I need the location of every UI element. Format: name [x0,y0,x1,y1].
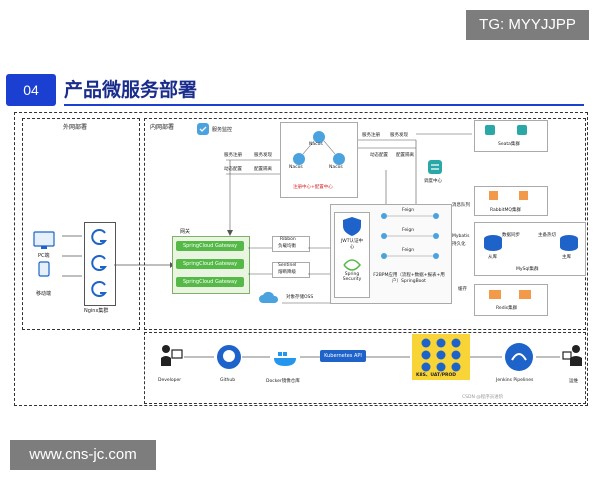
nginx-cluster [84,222,116,306]
mysql-sync1: 数据同步 [502,233,520,238]
jenkins-label: Jenkins Pipelines [496,378,534,383]
feign-network [381,213,439,259]
nacos-box [280,122,358,198]
title-underline [64,104,584,106]
feign-label-1: Feign [402,208,415,213]
discover-right-label: 服务发现 [390,133,408,138]
cicd-zone [144,332,586,404]
rabbitmq-icons [489,191,528,200]
github-icon [217,345,241,369]
docker-icon [274,352,296,366]
outer-zone-label: 外网部署 [63,124,88,131]
watermark-bottom: www.cns-jc.com [10,440,156,470]
watermark-top: TG: MYYJJPP [466,10,589,40]
k8s-box [412,334,470,380]
mysql-label: MySql集群 [516,267,539,272]
nacos-node-right: Nacos [329,165,343,170]
coordination-label: 调度中心 [424,179,442,184]
sentinel-box [272,262,310,278]
register-left-label: 服务注册 [224,153,242,158]
seata-label: Seata集群 [498,142,520,147]
services-cluster-label: F2BPM应用（流程+数据+报表+用户）SpringBoot [373,273,445,284]
ribbon-sub-label: 负载均衡 [278,244,296,249]
gateway-nacos-lines [226,159,280,236]
nacos-service-lines [358,133,472,204]
developer-label: Developer [158,378,182,383]
mybatis-label: Mybatis [452,234,470,239]
mysql-icons [484,235,578,251]
monitor-service-label: 服务监控 [212,127,233,133]
docker-label: Docker镜像仓库 [266,379,300,384]
coordination-icon [428,160,442,174]
rabbitmq-label: RabbitMQ集群 [490,208,521,213]
k8s-api-pill: Kubernetes API [320,350,366,362]
k8s-icons [421,338,461,372]
ops-icon [562,345,582,366]
gateway-label: 网关 [180,229,191,235]
mysql-sync2: 主备热切 [538,233,556,238]
config-left-label: 动态配置 [224,167,242,172]
github-label: Github [220,378,236,383]
page-title: 产品微服务部署 [64,79,198,101]
nginx-gateway-arrow [114,262,174,268]
mobile-label: 移动端 [36,291,52,297]
auth-box [334,212,370,298]
gateway-instance-3: SpringCloud Gateway [176,277,244,287]
redis-icons [489,290,531,299]
ribbon-label: Ribbon [280,237,296,242]
gateway-instance-2: SpringCloud Gateway [176,259,244,269]
security-label: Spring Security [342,272,362,282]
monitor-service-icon [197,123,209,135]
jenkins-icon [505,343,533,371]
pipeline-arrows [184,356,560,358]
isolate-right-label: 配置隔离 [396,153,414,158]
oss-label: 对象存储OSS [286,295,314,300]
nacos-node-top: Nacos [309,142,323,147]
nginx-label: Nginx集群 [84,308,109,314]
nacos-caption: 注册中心+配置中心 [293,185,333,190]
discover-left-label: 服务发现 [254,153,272,158]
outer-zone [22,118,140,330]
nacos-node-left: Nacos [289,165,303,170]
mysql-box [474,222,586,276]
diagram-frame [14,112,588,406]
client-group [30,230,58,280]
gateway-instance-1: SpringCloud Gateway [176,241,244,251]
ops-label: 运维 [569,379,578,384]
csdn-watermark: CSDN @程序员进阶 [462,395,504,400]
monitor-icon [33,231,55,277]
oss-arrow [282,302,334,304]
redis-box [474,284,548,316]
section-number: 04 [6,74,56,106]
mq-label: 消息队列 [452,203,470,208]
nacos-icons [293,131,345,165]
pc-label: PC端 [38,253,50,259]
developer-icon [161,345,183,366]
gateway-service-arrows [248,247,330,275]
ribbon-box [272,236,310,252]
mysql-slave: 从库 [488,255,497,260]
feign-label-3: Feign [402,248,415,253]
config-right-label: 动态配置 [370,153,388,158]
inner-zone-label: 内网部署 [150,124,175,131]
nginx-icons [91,229,107,297]
cache-label: 缓存 [458,287,467,292]
cloud-icon [259,291,279,303]
redis-label: Redis集群 [496,306,518,311]
k8s-label: K8S、UAT/PROD [416,373,457,378]
register-right-label: 服务注册 [362,133,380,138]
persist-label: 持久化 [452,242,466,247]
client-arrows [62,235,82,277]
sentinel-sub-label: 熔断降级 [278,270,296,275]
mysql-master: 主库 [562,255,571,260]
sentinel-label: Sentinel [278,263,297,268]
jwt-label: JWT认证中心 [340,239,364,250]
seata-icons [485,125,527,135]
feign-label-2: Feign [402,228,415,233]
seata-box [474,120,548,152]
auth-icons [343,217,361,271]
rabbitmq-box [474,186,548,216]
isolate-left-label: 配置隔离 [254,167,272,172]
